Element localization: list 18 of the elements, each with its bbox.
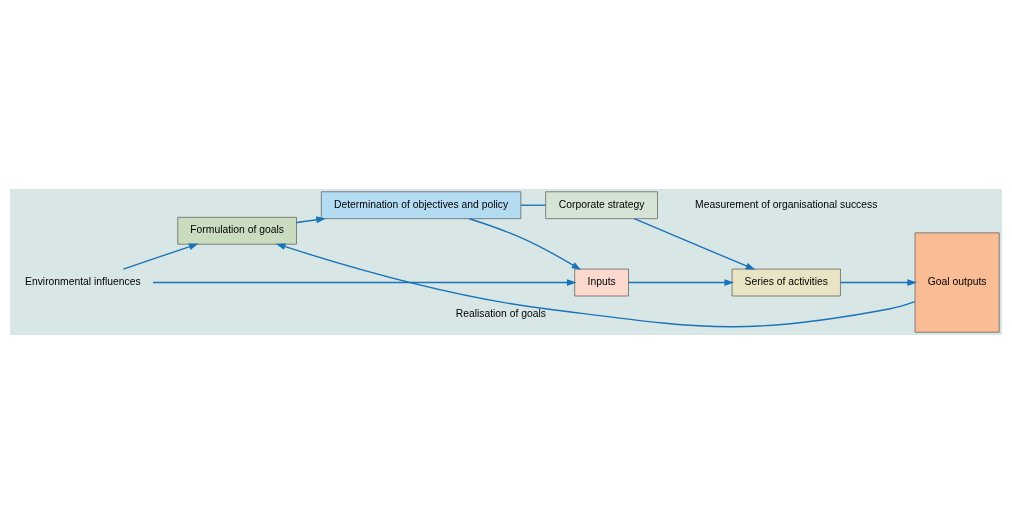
node-text: Environmental influences — [25, 275, 141, 287]
node-box: Inputs — [574, 268, 629, 296]
connector — [520, 204, 547, 206]
label: Measurement of organisational success — [695, 198, 878, 210]
arrow — [633, 217, 756, 270]
arrow — [152, 278, 577, 286]
arrow — [627, 278, 735, 286]
node-box: Formulation of goals — [177, 216, 297, 245]
node-box: Goal outputs — [914, 232, 1000, 333]
arrow — [839, 278, 918, 286]
edge-label: Realisation of goals — [455, 307, 546, 319]
arrow — [468, 217, 582, 270]
node-box: Determination of objectives and policy — [321, 190, 522, 219]
node-box: Corporate strategy — [545, 190, 658, 219]
arrow — [295, 215, 326, 223]
arrow — [275, 242, 916, 327]
arrow — [122, 243, 199, 270]
node-box: Series of activities — [731, 268, 841, 296]
